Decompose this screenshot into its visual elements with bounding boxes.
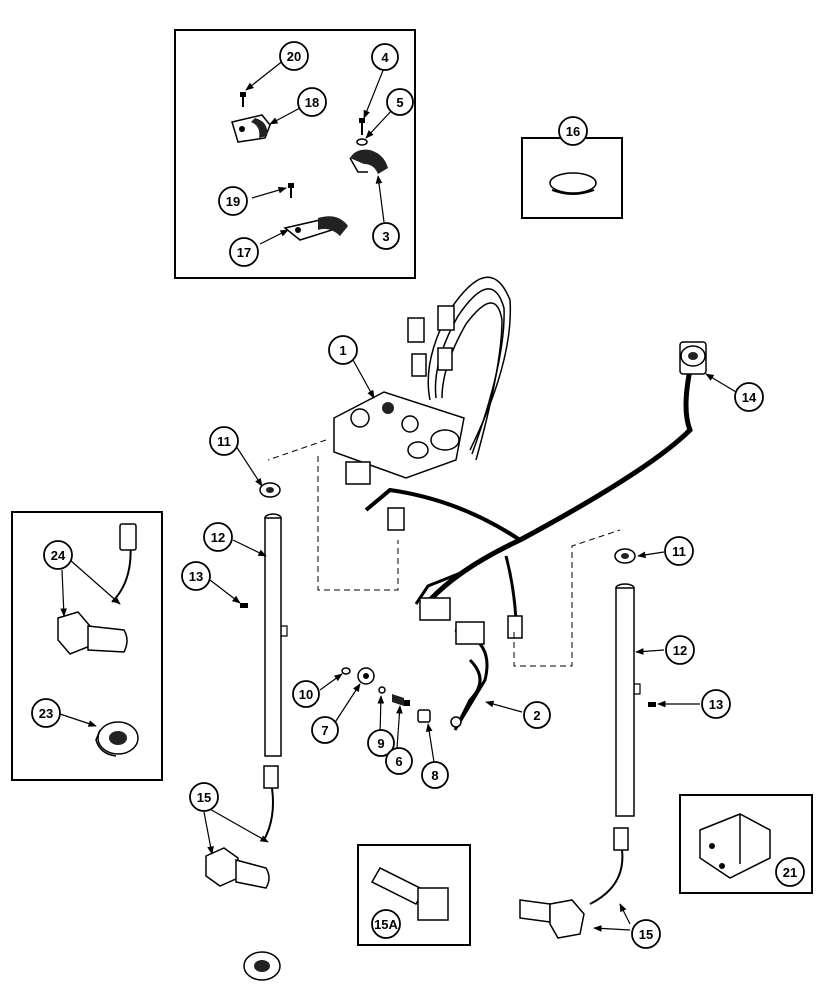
sensor-part-15-left <box>205 765 279 889</box>
plug-part-16 <box>549 172 597 195</box>
callout-7: 7 <box>311 716 339 744</box>
svg-text:18: 18 <box>305 95 319 110</box>
callout-15-left: 15 <box>189 782 219 812</box>
plug-part-8 <box>417 709 431 723</box>
grommet-part-11-right <box>614 548 636 564</box>
callout-17: 17 <box>229 237 259 267</box>
inset-plug <box>521 137 623 219</box>
callout-14: 14 <box>734 382 764 412</box>
inset-15A <box>357 844 471 946</box>
svg-text:13: 13 <box>709 697 723 712</box>
callout-18: 18 <box>297 87 327 117</box>
callout-16: 16 <box>558 116 588 146</box>
svg-text:7: 7 <box>321 723 328 738</box>
callout-11-left: 11 <box>209 426 239 456</box>
callout-12-left: 12 <box>203 522 233 552</box>
connector-part-14 <box>680 345 706 367</box>
svg-text:16: 16 <box>566 124 580 139</box>
svg-text:11: 11 <box>217 434 231 449</box>
connector-part-21 <box>699 813 771 879</box>
svg-text:12: 12 <box>673 643 687 658</box>
spacer-part-bottom <box>243 951 281 981</box>
oring-part-9 <box>378 686 386 694</box>
screw-part-20 <box>240 92 246 107</box>
sensor-part-24 <box>57 523 137 655</box>
dashed-leaders <box>267 439 621 667</box>
callout-3: 3 <box>372 222 400 250</box>
svg-text:9: 9 <box>377 736 384 751</box>
nut-part-7 <box>357 667 375 685</box>
callout-20: 20 <box>279 41 309 71</box>
callout-10: 10 <box>292 680 320 708</box>
inset-sensor-alt <box>11 511 163 781</box>
svg-text:10: 10 <box>299 687 313 702</box>
clamp-part-17 <box>283 216 348 241</box>
callout-15-right: 15 <box>631 919 661 949</box>
svg-text:15: 15 <box>639 927 653 942</box>
tube-part-12-left <box>264 513 288 757</box>
washer-part-5 <box>356 138 368 146</box>
svg-text:8: 8 <box>431 768 438 783</box>
svg-text:13: 13 <box>189 569 203 584</box>
callout-19: 19 <box>218 186 248 216</box>
svg-text:21: 21 <box>783 865 797 880</box>
screw-part-13-right <box>648 702 656 707</box>
callout-21: 21 <box>775 857 805 887</box>
harness-part-2 <box>450 658 482 728</box>
callout-24: 24 <box>43 540 73 570</box>
inset-clamps <box>174 29 416 279</box>
callout-1: 1 <box>328 335 358 365</box>
svg-text:5: 5 <box>396 95 403 110</box>
callout-13-left: 13 <box>181 561 211 591</box>
svg-text:19: 19 <box>226 194 240 209</box>
sensor-part-15-right <box>519 827 629 939</box>
svg-text:6: 6 <box>395 754 402 769</box>
callout-6: 6 <box>385 747 413 775</box>
callout-13-right: 13 <box>701 689 731 719</box>
callout-15A: 15A <box>371 909 401 939</box>
fitting-parts <box>341 667 431 723</box>
spacer-part-23 <box>95 721 139 757</box>
leader-arrows <box>59 59 737 932</box>
svg-text:12: 12 <box>211 530 225 545</box>
svg-text:3: 3 <box>382 229 389 244</box>
clamp-part-3 <box>349 149 388 174</box>
svg-text:11: 11 <box>672 544 686 559</box>
svg-text:24: 24 <box>51 548 66 563</box>
inset-connector <box>679 794 813 894</box>
screw-part-13-left <box>240 603 248 608</box>
grommet-part-11-left <box>259 482 281 498</box>
svg-text:20: 20 <box>287 49 301 64</box>
tube-part-12-right <box>615 583 641 817</box>
callout-12-right: 12 <box>665 635 695 665</box>
valve-part-6 <box>392 694 410 706</box>
svg-text:1: 1 <box>339 343 346 358</box>
sensor-part-15A <box>370 867 449 921</box>
callout-23: 23 <box>31 698 61 728</box>
screw-part-4 <box>359 118 365 135</box>
valve-harness-wires <box>407 276 512 461</box>
svg-text:15A: 15A <box>374 917 398 932</box>
callout-8: 8 <box>421 761 449 789</box>
clamp-part-18 <box>231 114 271 143</box>
svg-text:4: 4 <box>381 50 389 65</box>
callout-4: 4 <box>371 43 399 71</box>
svg-text:17: 17 <box>237 245 251 260</box>
callout-9: 9 <box>367 729 395 757</box>
screw-part-19 <box>288 183 294 198</box>
svg-text:15: 15 <box>197 790 211 805</box>
svg-text:2: 2 <box>533 708 540 723</box>
svg-text:14: 14 <box>742 390 757 405</box>
callouts: 20 18 4 5 19 3 17 16 1 14 11 11 12 12 13… <box>31 41 805 949</box>
valve-block-part-1 <box>333 391 465 479</box>
callout-2: 2 <box>523 701 551 729</box>
callout-5: 5 <box>386 88 414 116</box>
svg-text:23: 23 <box>39 706 53 721</box>
ring-part-10 <box>341 667 351 675</box>
callout-11-right: 11 <box>664 536 694 566</box>
